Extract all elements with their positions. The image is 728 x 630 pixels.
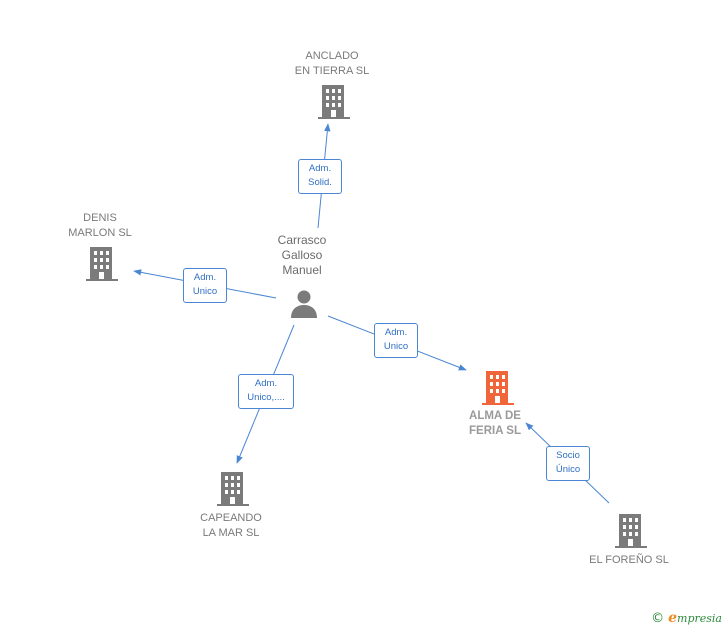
building-icon[interactable] (318, 85, 350, 119)
relation-text: Unico (192, 286, 218, 297)
relation-badge-alma[interactable]: Adm. Unico (374, 323, 418, 358)
person-name-line: Galloso (281, 248, 323, 262)
relation-text: Adm. (384, 327, 408, 338)
company-label-line: FERIA SL (469, 425, 521, 437)
company-label-line: ANCLADO (305, 50, 359, 62)
relation-badge-capeando[interactable]: Adm. Unico,.... (238, 374, 294, 409)
company-label-capeando[interactable]: CAPEANDO LA MAR SL (200, 511, 262, 541)
company-label-alma[interactable]: ALMA DE FERIA SL (469, 409, 521, 439)
relation-text: Adm. (254, 378, 278, 389)
relation-badge-anclado[interactable]: Adm. Solid. (298, 159, 342, 194)
relation-text: Adm. (308, 163, 332, 174)
relation-text: Unico,.... (247, 392, 285, 403)
company-label-denis[interactable]: DENIS MARLON SL (68, 211, 132, 241)
brand-initial: e (668, 610, 678, 626)
relation-text: Adm. (193, 272, 217, 283)
copyright-symbol: © (651, 611, 665, 626)
company-label-foreno[interactable]: EL FOREÑO SL (589, 553, 669, 568)
person-name-line: Manuel (282, 263, 322, 277)
relation-badge-foreno[interactable]: Socio Único (546, 446, 590, 481)
company-label-line: DENIS (83, 212, 117, 224)
relation-text: Socio (556, 450, 580, 461)
building-icon[interactable] (615, 514, 647, 548)
person-name[interactable]: Carrasco Galloso Manuel (278, 233, 327, 278)
relation-text: Único (555, 464, 581, 475)
brand-logo: ©empresia (651, 610, 722, 626)
company-label-line: EN TIERRA SL (294, 65, 370, 77)
building-icon[interactable] (86, 247, 118, 281)
company-label-line: LA MAR SL (202, 527, 260, 539)
person-name-line: Carrasco (277, 233, 327, 247)
relation-badge-denis[interactable]: Adm. Unico (183, 268, 227, 303)
company-label-line: EL FOREÑO SL (589, 554, 669, 566)
person-icon[interactable] (289, 288, 319, 318)
company-label-line: CAPEANDO (200, 512, 262, 524)
company-label-line: MARLON SL (68, 227, 132, 239)
building-icon-focus[interactable] (482, 371, 514, 405)
relation-text: Solid. (308, 177, 332, 188)
brand-name: mpresia (677, 612, 722, 625)
building-icon[interactable] (217, 472, 249, 506)
company-label-anclado[interactable]: ANCLADO EN TIERRA SL (295, 49, 369, 79)
company-label-line: ALMA DE (469, 410, 521, 422)
relation-text: Unico (383, 341, 409, 352)
